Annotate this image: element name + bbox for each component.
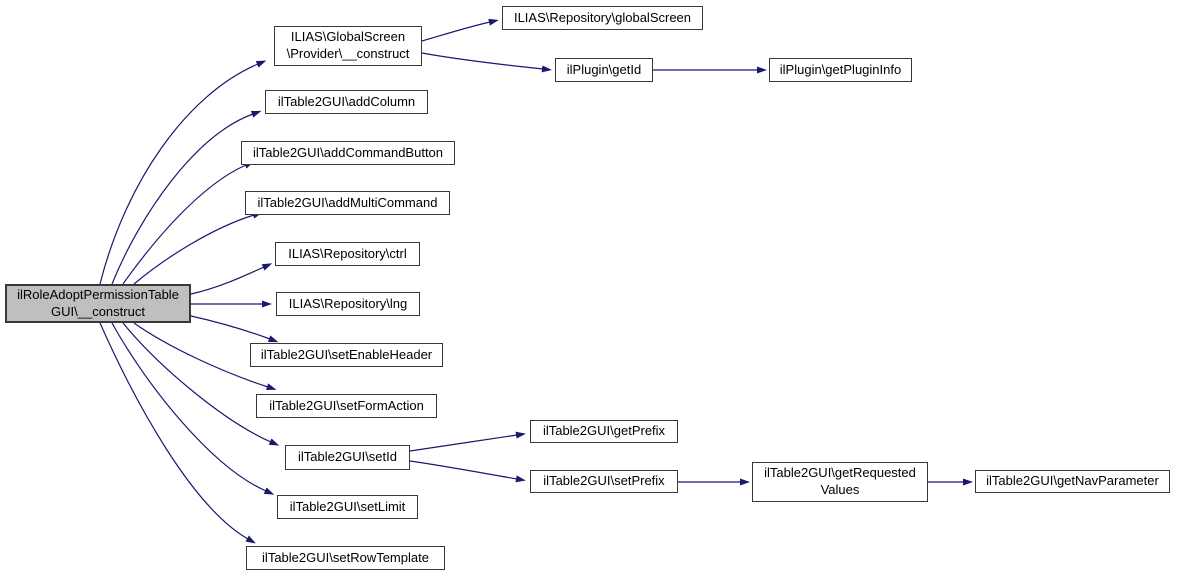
edge-provider-global-screen: [421, 18, 499, 42]
edge-construct-add-column: [111, 110, 262, 285]
node-get-plugin-info[interactable]: ilPlugin\getPluginInfo: [769, 58, 912, 82]
node-add-column[interactable]: ilTable2GUI\addColumn: [265, 90, 428, 114]
edge-construct-provider: [99, 60, 267, 285]
node-set-limit[interactable]: ilTable2GUI\setLimit: [277, 495, 418, 519]
edge-provider-get-id: [421, 52, 552, 73]
node-construct: ilRoleAdoptPermissionTable GUI\__constru…: [5, 284, 191, 323]
edge-construct-ctrl: [190, 263, 273, 295]
node-lng[interactable]: ILIAS\Repository\lng: [276, 292, 420, 316]
edge-set-id-set-prefix: [409, 460, 526, 483]
node-add-command-button[interactable]: ilTable2GUI\addCommandButton: [241, 141, 455, 165]
node-get-prefix[interactable]: ilTable2GUI\getPrefix: [530, 420, 678, 443]
node-global-screen[interactable]: ILIAS\Repository\globalScreen: [502, 6, 703, 30]
edge-construct-add-command-button: [122, 161, 255, 285]
node-ctrl[interactable]: ILIAS\Repository\ctrl: [275, 242, 420, 266]
node-set-form-action[interactable]: ilTable2GUI\setFormAction: [256, 394, 437, 418]
edge-construct-add-multi-command: [133, 211, 263, 285]
node-provider-construct[interactable]: ILIAS\GlobalScreen \Provider\__construct: [274, 26, 422, 66]
edge-construct-set-enable-header: [190, 315, 279, 343]
node-set-id[interactable]: ilTable2GUI\setId: [285, 445, 410, 470]
edge-construct-set-form-action: [133, 322, 277, 391]
node-set-enable-header[interactable]: ilTable2GUI\setEnableHeader: [250, 343, 443, 367]
edge-set-id-get-prefix: [409, 431, 526, 452]
node-get-id[interactable]: ilPlugin\getId: [555, 58, 653, 82]
node-set-prefix[interactable]: ilTable2GUI\setPrefix: [530, 470, 678, 493]
node-get-nav-parameter[interactable]: ilTable2GUI\getNavParameter: [975, 470, 1170, 493]
edge-construct-set-limit: [111, 322, 275, 495]
node-get-requested-values[interactable]: ilTable2GUI\getRequested Values: [752, 462, 928, 502]
edge-construct-set-id: [122, 322, 280, 446]
edge-construct-set-row-template: [99, 322, 256, 544]
node-add-multi-command[interactable]: ilTable2GUI\addMultiCommand: [245, 191, 450, 215]
node-set-row-template[interactable]: ilTable2GUI\setRowTemplate: [246, 546, 445, 570]
